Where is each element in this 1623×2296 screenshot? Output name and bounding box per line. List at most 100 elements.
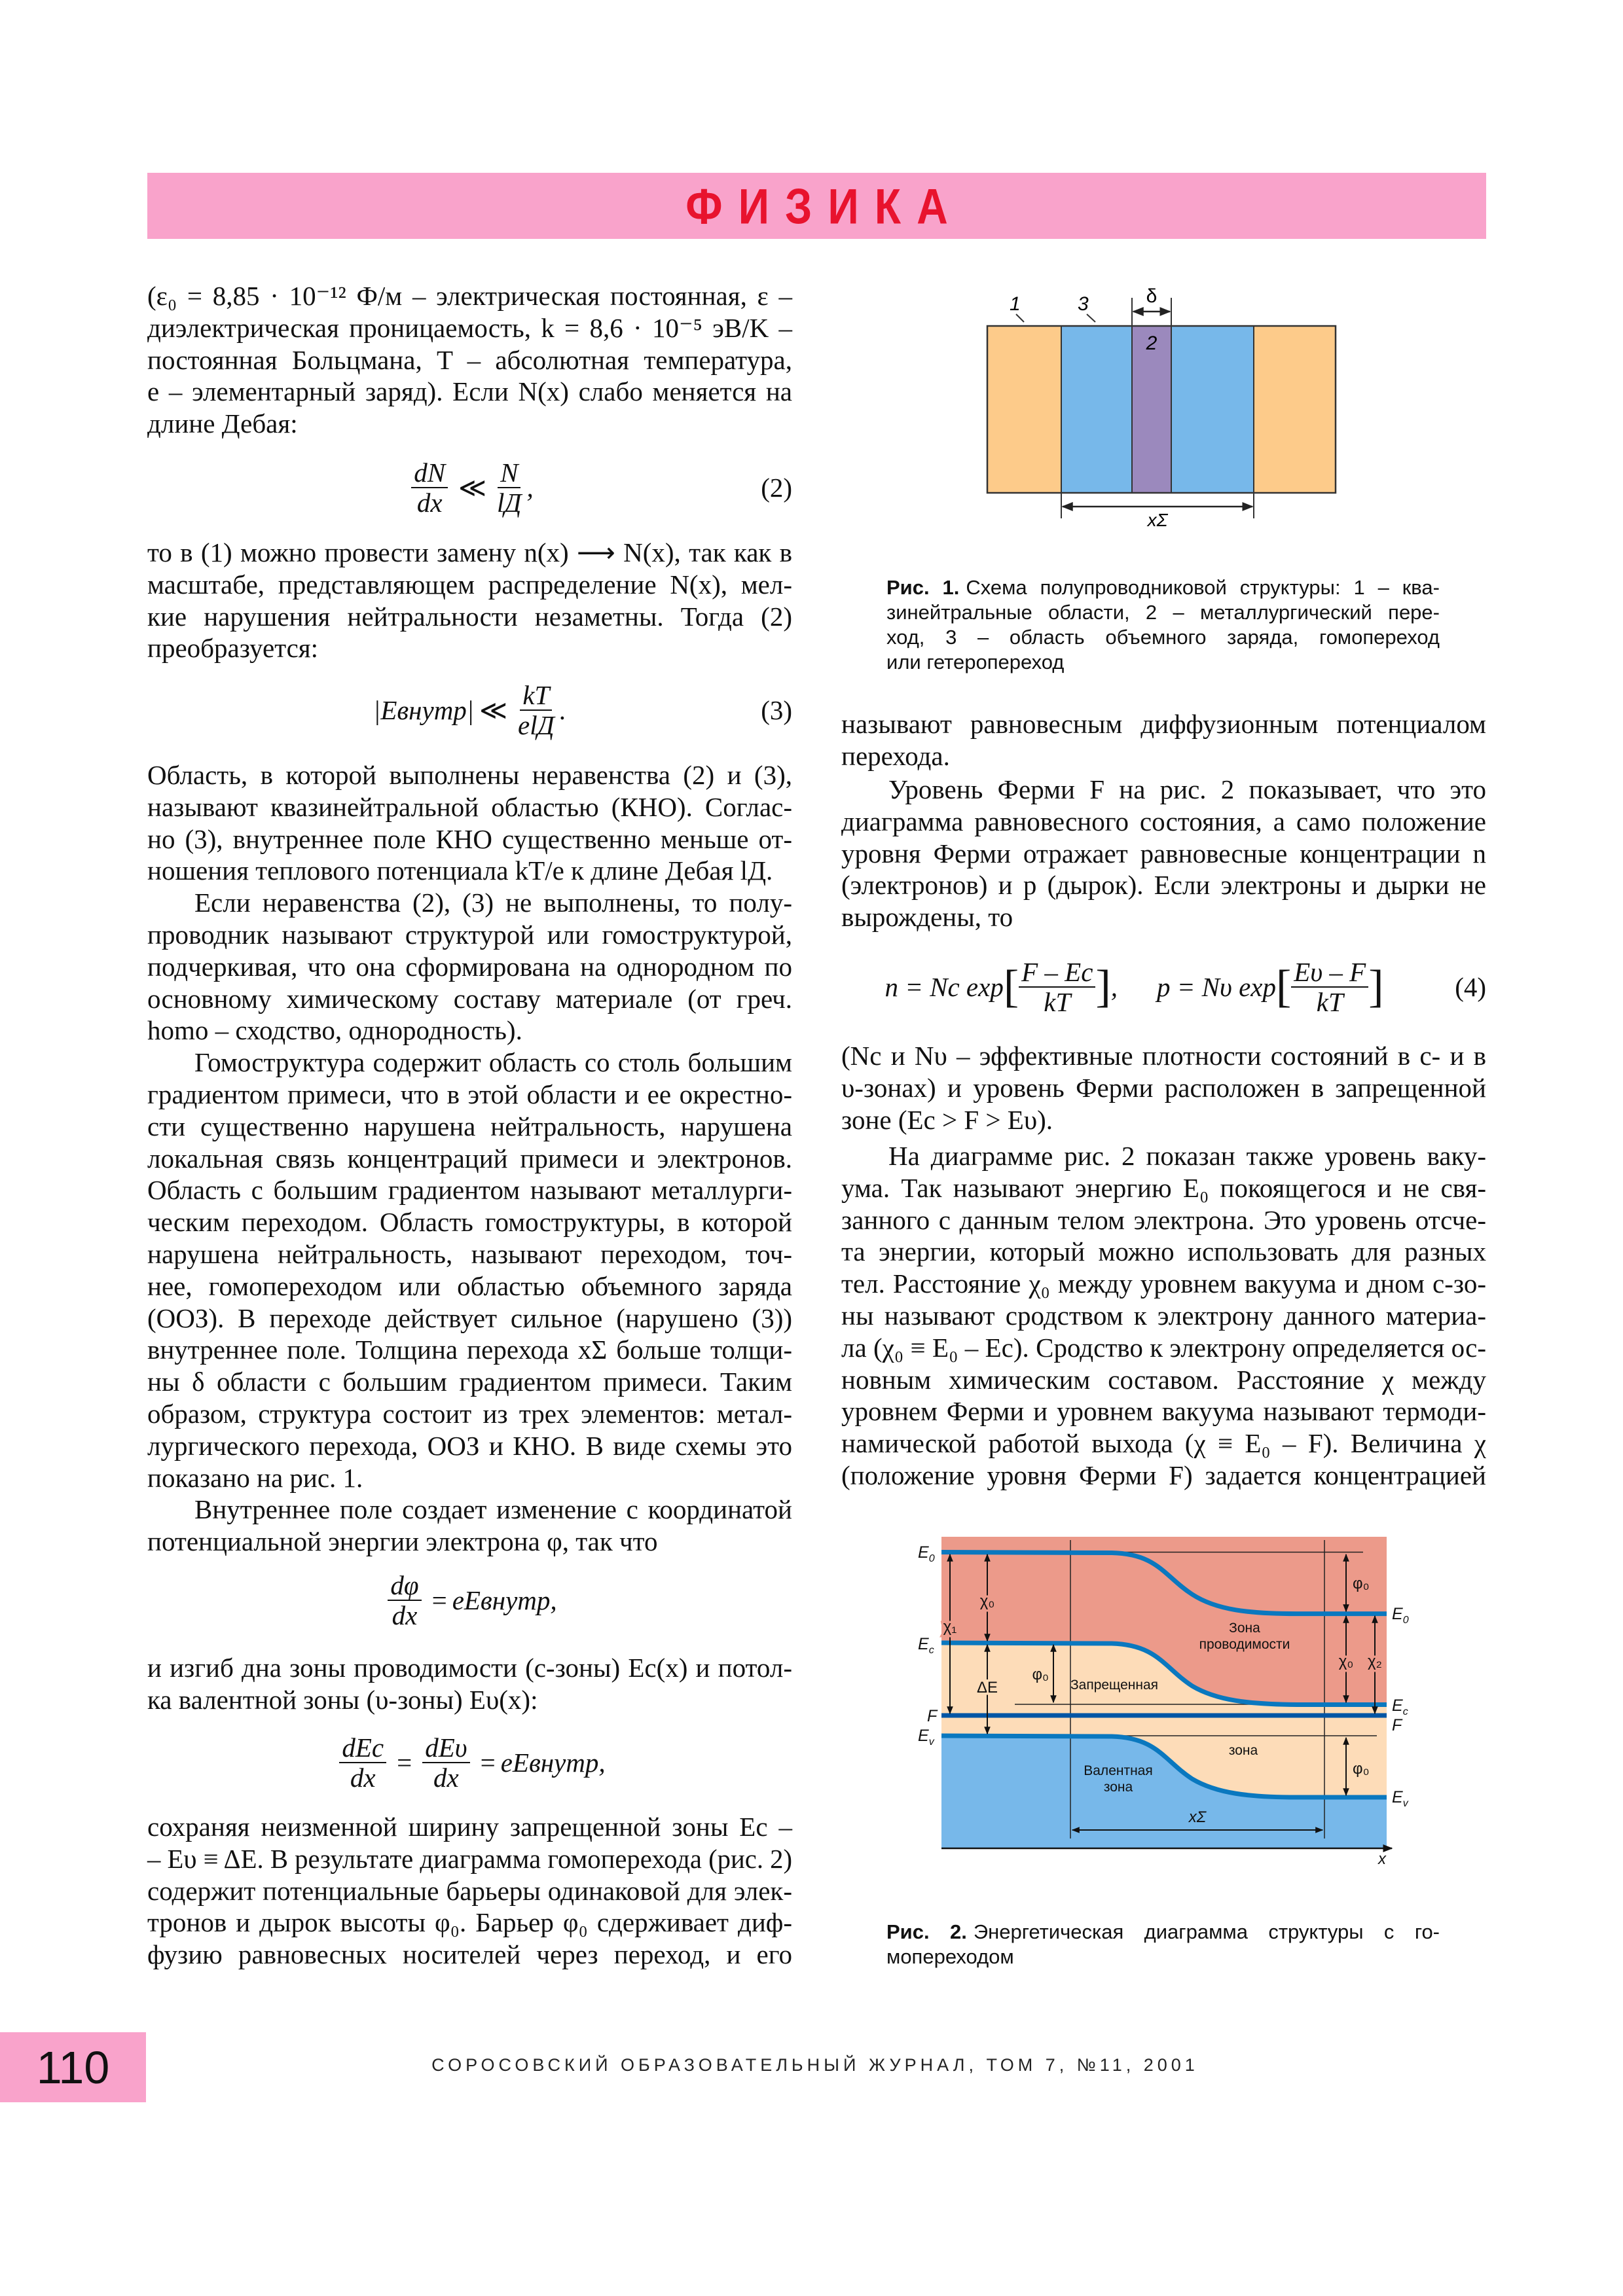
text-line: образом, структура состоит из трех элеме… [147,1398,792,1429]
eq-numerator: dEυ [422,1733,470,1763]
text-line: фузию равновесных носителей через перехо… [147,1939,792,1970]
caption-line: ход, 3 – область объемного заряда, гомоп… [886,626,1440,649]
text-line: homo – сходство, однородность). [147,1015,522,1046]
label-delta-e: ΔE [977,1679,998,1696]
paragraph: (ε₀ = 8,85 · 10⁻¹² Ф/м – электрическая п… [147,280,792,440]
text-line: потенциальной энергии электрона φ, так ч… [147,1526,658,1557]
text-line: нарушена нейтральность, называют переход… [147,1238,792,1269]
text-line: кие нарушения нейтральности незаметны. Т… [147,601,792,632]
label-chi1: χ₁ [943,1618,957,1636]
paragraph: (Nc и Nυ – эффективные плотности состоян… [841,1040,1486,1136]
text-line: подчеркивая, что она сформирована на одн… [147,951,792,982]
text-line: ума. Так называют энергию E₀ покоящегося… [841,1172,1486,1203]
caption-label: Рис. 1. [886,576,960,599]
text-line: внутреннее поле. Толщина перехода xΣ бол… [147,1335,792,1365]
text-line: длине Дебая: [147,408,298,439]
paragraph: называют равновесным диффузионным потенц… [841,708,1486,772]
eq-operator: = [431,1585,447,1615]
text-line: сти существенно нарушена нейтральность, … [147,1111,792,1141]
space-charge-region-right [1171,326,1254,493]
text-line: ка валентной зоны (υ-зоны) Eυ(x): [147,1684,538,1715]
eq-numerator: Eυ – F [1291,958,1369,988]
text-line: ны называют сродством к электрону данног… [841,1300,1486,1331]
text-line: сохраняя неизменной ширину запрещенной з… [147,1812,792,1842]
eq-punct: , [550,1585,557,1615]
label-x-axis: x [1377,1850,1387,1868]
text-line: преобразуется: [147,633,319,664]
eq-punct: , [1110,972,1118,1002]
paragraph: то в (1) можно провести замену n(x) ⟶ N(… [147,537,792,664]
eq-punct: . [559,695,566,725]
text-line: лургического перехода, ООЗ и КНО. В виде… [147,1430,792,1461]
label-valence-band: Валентная [1084,1763,1152,1778]
label-e0-right: E0 [1392,1605,1409,1626]
eq-numerator: kT [520,681,553,711]
label-3: 3 [1078,293,1089,315]
text-line: содержит потенциальные барьеры одинаково… [147,1875,792,1906]
label-ec-left: Ec [918,1635,934,1656]
text-line: Внутреннее поле создает изменение с коор… [194,1494,792,1525]
journal-footer: СОРОСОВСКИЙ ОБРАЗОВАТЕЛЬНЫЙ ЖУРНАЛ, ТОМ … [431,2055,1199,2075]
figure-1-caption: Рис. 1.Схема полупроводниковой структуры… [886,575,1440,675]
text-line: зоне (Ec > F > Eυ). [841,1104,1053,1135]
eq-denominator: dx [350,1763,376,1793]
text-line: но (3), внутреннее поле КНО существенно … [147,823,792,854]
eq-punct: , [598,1748,606,1778]
eq-numerator: dN [411,458,448,488]
eq-rhs: eEвнутр [452,1585,551,1615]
equation-number: (3) [761,695,792,725]
eq-operator: = [480,1748,496,1778]
paragraph: сохраняя неизменной ширину запрещенной з… [147,1811,792,1971]
eq-punct: , [526,473,534,503]
eq-numerator: dφ [388,1571,422,1601]
text-line: ла (χ₀ ≡ E₀ – Ec). Сродство к электрону … [841,1332,1486,1363]
text-line: тел. Расстояние χ₀ между уровнем вакуума… [841,1268,1486,1299]
label-ec-right: Ec [1392,1696,1408,1717]
text-line: масштабе, представляющем распределение N… [147,569,792,600]
text-line: показано на рис. 1. [147,1462,363,1493]
text-line: (ε₀ = 8,85 · 10⁻¹² Ф/м – электрическая п… [147,281,792,311]
eq-operator: ≪ [458,473,487,503]
text-line: υ-зонах) и уровень Ферми расположен в за… [841,1072,1486,1103]
text-line: называют квазинейтральной областью (КНО)… [147,791,792,822]
text-line: (положение уровня Ферми F) задается конц… [841,1460,1486,1490]
text-line: называют равновесным диффузионным потенц… [841,709,1486,739]
eq-denominator: elД [518,710,555,740]
text-line: ны δ области с большим градиентом примес… [147,1367,792,1397]
text-line: Область, в которой выполнены неравенства… [147,760,792,790]
eq-denominator: kT [1044,987,1071,1017]
text-line: вырождены, то [841,902,1013,933]
text-line: та энергии, который можно использовать д… [841,1236,1486,1267]
text-line: уровнем Ферми и уровнем вакуума называют… [841,1396,1486,1427]
text-line: то в (1) можно провести замену n(x) ⟶ N(… [147,537,792,567]
eq-lhs: |Eвнутр| [373,695,475,725]
caption-label: Рис. 2. [886,1920,967,1943]
eq-denominator: lД [497,488,522,518]
text-line: занного с данным телом электрона. Это ур… [841,1204,1486,1235]
eq-lhs: p = Nυ exp [1157,972,1276,1002]
label-xsigma: xΣ [1188,1808,1207,1826]
text-line: (Nc и Nυ – эффективные плотности состоян… [841,1041,1486,1071]
label-xsigma: xΣ [1146,510,1169,530]
label-phi0: φ₀ [1353,1575,1370,1592]
text-line: e – элементарный заряд). Если N(x) слабо… [147,376,792,407]
text-line: нее, гомопереходом или областью объемног… [147,1270,792,1301]
caption-line: Энергетическая диаграмма структуры с го- [973,1920,1440,1943]
label-forbidden-band: Запрещенная [1070,1677,1158,1693]
text-line: тронов и дырок высоты φ₀. Барьер φ₀ сдер… [147,1907,792,1938]
eq-denominator: dx [416,488,443,518]
metallurgical-junction [1132,326,1171,493]
label-forbidden-band: зона [1229,1743,1258,1758]
paragraph: Гомоструктура содержит область со столь … [147,1047,792,1494]
text-line: Гомоструктура содержит область со столь … [194,1047,792,1078]
text-line: (электронов) и p (дырок). Если электроны… [841,870,1486,901]
text-line: диэлектрическая проницаемость, k = 8,6 ·… [147,312,792,343]
text-line: уровня Ферми отражает равновесные концен… [841,838,1486,869]
text-block: Область, в которой выполнены неравенства… [147,759,792,1558]
text-line: постоянная Больцмана, T – абсолютная тем… [147,344,792,375]
